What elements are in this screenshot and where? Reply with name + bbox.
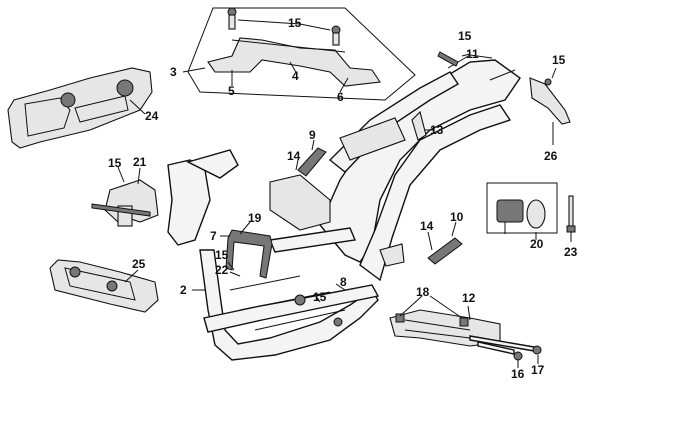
callout-25: 25 — [132, 257, 146, 271]
callout-6: 6 — [337, 90, 344, 104]
callout-15-top: 15 — [288, 16, 302, 30]
leader-15c — [315, 295, 321, 303]
bolt-23 — [566, 195, 576, 242]
callout-15-right-top: 15 — [458, 29, 472, 43]
callout-15-21: 15 — [108, 156, 122, 170]
callout-10: 10 — [450, 210, 464, 224]
footrest-9-14 — [297, 139, 327, 177]
callout-11: 11 — [466, 47, 479, 61]
callout-9: 9 — [309, 128, 316, 142]
callout-20: 20 — [530, 237, 544, 251]
callout-21: 21 — [133, 155, 147, 169]
callout-7: 7 — [210, 229, 217, 243]
leader-15 — [227, 261, 235, 271]
callout-18: 18 — [416, 285, 430, 299]
callout-labels: 15 15 3 4 5 6 11 15 26 24 13 9 14 15 21 … — [108, 16, 578, 381]
callout-19: 19 — [248, 211, 262, 225]
callout-15-26: 15 — [552, 53, 566, 67]
leader-22 — [229, 271, 241, 277]
callout-12: 12 — [462, 291, 476, 305]
bracket-26 — [529, 67, 571, 145]
side-cover-25 — [49, 259, 159, 313]
leader-8 — [335, 283, 346, 291]
main-frame-2 — [167, 54, 521, 361]
callout-24: 24 — [145, 109, 159, 123]
callout-17: 17 — [531, 363, 545, 377]
callout-15-bottom: 15 — [313, 290, 327, 304]
top-bracket-group — [182, 7, 416, 101]
callout-26: 26 — [544, 149, 558, 163]
footrest-10-14 — [379, 221, 463, 267]
callout-2: 2 — [180, 283, 187, 297]
bracket-7-19 — [220, 221, 273, 279]
leader-14a — [295, 159, 299, 171]
callout-14-left: 14 — [287, 149, 301, 163]
callout-14-right: 14 — [420, 219, 434, 233]
callout-22: 22 — [215, 263, 229, 277]
callout-16: 16 — [511, 367, 525, 381]
side-cover-24 — [7, 67, 153, 149]
callout-8: 8 — [340, 275, 347, 289]
reflector-group-20 — [486, 182, 558, 240]
callout-15-mid: 15 — [215, 248, 229, 262]
engine-hanger-12 — [389, 295, 542, 368]
callout-3: 3 — [170, 65, 177, 79]
callout-13: 13 — [430, 123, 444, 137]
bracket-21 — [91, 166, 159, 227]
callout-23: 23 — [564, 245, 578, 259]
callout-4: 4 — [292, 69, 299, 83]
bracket-13-11 — [411, 51, 471, 141]
callout-5: 5 — [228, 84, 235, 98]
